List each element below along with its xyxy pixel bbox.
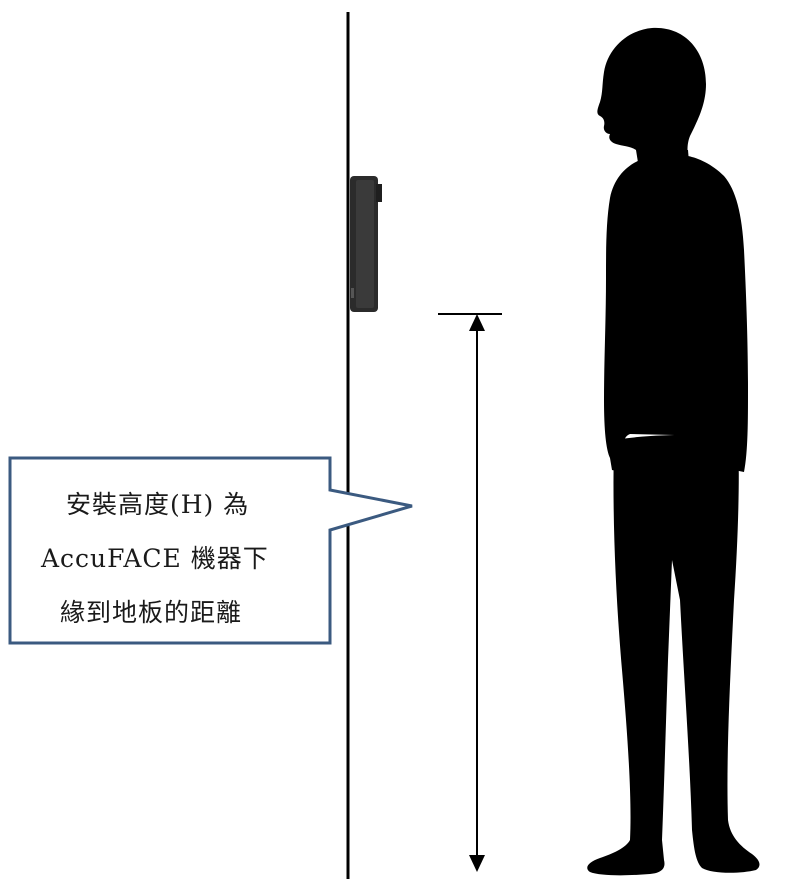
callout-line-3: 緣到地板的距離 bbox=[60, 598, 243, 627]
person-silhouette-icon bbox=[587, 27, 760, 876]
callout-text: 安裝高度(H) 為 AccuFACE 機器下 緣到地板的距離 bbox=[30, 478, 315, 640]
arrow-down-icon bbox=[469, 855, 485, 872]
callout-line-1: 安裝高度(H) 為 bbox=[66, 490, 250, 519]
callout-line-2: AccuFACE 機器下 bbox=[41, 544, 269, 573]
callout-box bbox=[8, 456, 413, 645]
arrow-up-icon bbox=[469, 314, 485, 331]
accuface-device-icon bbox=[350, 176, 382, 312]
